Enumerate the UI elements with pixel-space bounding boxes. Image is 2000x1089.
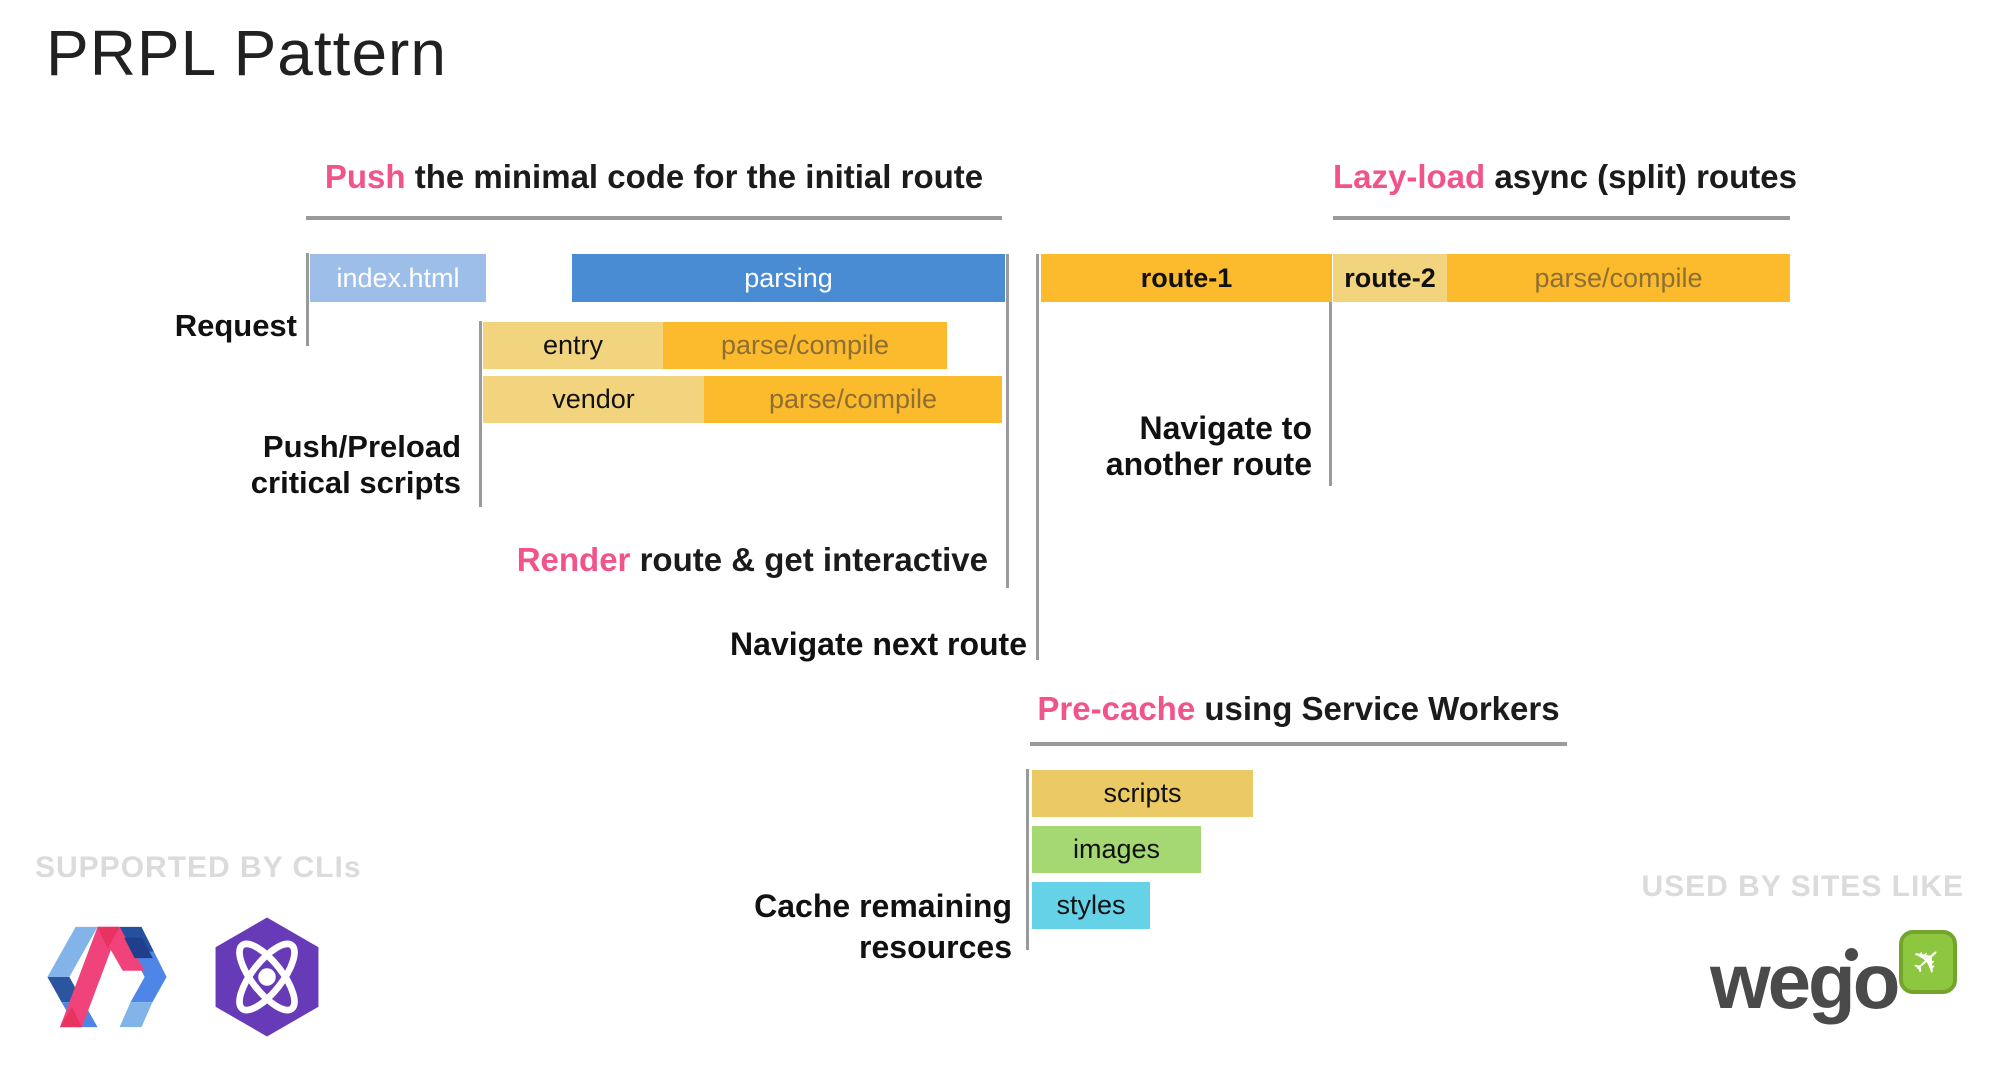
label-cache-remaining-line2: resources — [859, 929, 1012, 965]
label-navigate-another: Navigate to another route — [1050, 410, 1312, 482]
polymer-logo — [47, 926, 167, 1028]
used-by-sites-label: USED BY SITES LIKE — [1641, 870, 1964, 903]
marker-line-render — [1006, 254, 1009, 588]
wego-logo-text: wego — [1710, 937, 1900, 1025]
label-cache-remaining-line1: Cache remaining — [754, 888, 1012, 924]
wego-logo-badge: ✈ — [1899, 930, 1957, 994]
heading-pre-cache-highlight: Pre-cache — [1037, 690, 1196, 727]
airplane-icon: ✈ — [1902, 936, 1953, 987]
timeline-bar-route-1: route-1 — [1041, 254, 1332, 302]
heading-push-highlight: Push — [324, 158, 406, 195]
marker-line-request — [306, 253, 309, 346]
label-render-rest: route & get interactive — [630, 541, 988, 578]
heading-lazy-load-highlight: Lazy-load — [1333, 158, 1486, 195]
supported-by-clis-label: SUPPORTED BY CLIs — [35, 851, 362, 884]
heading-pre-cache-rest: using Service Workers — [1195, 690, 1560, 727]
heading-lazy-load-underline — [1333, 216, 1790, 220]
marker-line-navigate-next — [1036, 254, 1039, 660]
label-push-preload-line2: critical scripts — [250, 465, 461, 500]
heading-push-underline — [306, 216, 1002, 220]
heading-lazy-load: Lazy-load async (split) routes — [1333, 158, 1797, 196]
timeline-bar-entry-parse-compile: parse/compile — [663, 322, 947, 369]
label-navigate-another-line1: Navigate to — [1139, 410, 1312, 446]
label-render-highlight: Render — [516, 541, 631, 578]
label-navigate-next: Navigate next route — [730, 626, 1027, 662]
heading-pre-cache-underline — [1030, 742, 1567, 746]
timeline-bar-index-html: index.html — [310, 254, 486, 302]
marker-line-push-preload — [479, 321, 482, 507]
label-push-preload: Push/Preload critical scripts — [180, 429, 461, 501]
timeline-bar-route-2: route-2 — [1333, 254, 1447, 302]
label-push-preload-line1: Push/Preload — [262, 429, 461, 464]
timeline-bar-entry: entry — [483, 322, 663, 369]
cache-bar-styles: styles — [1032, 882, 1150, 929]
heading-push: Push the minimal code for the initial ro… — [306, 158, 1002, 196]
label-cache-remaining: Cache remaining resources — [690, 886, 1012, 968]
timeline-bar-vendor: vendor — [483, 376, 704, 423]
marker-line-cache — [1026, 769, 1029, 950]
timeline-bar-parsing: parsing — [572, 254, 1005, 302]
label-request: Request — [174, 308, 297, 343]
cache-bar-scripts: scripts — [1032, 770, 1253, 817]
label-navigate-another-line2: another route — [1105, 446, 1312, 482]
page-title: PRPL Pattern — [46, 17, 447, 89]
heading-lazy-load-rest: async (split) routes — [1485, 158, 1797, 195]
cache-bar-images: images — [1032, 826, 1201, 873]
label-render: Render route & get interactive — [440, 541, 988, 579]
timeline-bar-vendor-parse-compile: parse/compile — [704, 376, 1002, 423]
timeline-bar-route-2-parse-compile: parse/compile — [1447, 254, 1790, 302]
heading-pre-cache: Pre-cache using Service Workers — [1030, 690, 1567, 728]
wego-logo-dot — [1845, 948, 1858, 961]
heading-push-rest: the minimal code for the initial route — [405, 158, 984, 195]
preact-logo — [215, 917, 319, 1037]
marker-line-navigate-another — [1329, 254, 1332, 486]
